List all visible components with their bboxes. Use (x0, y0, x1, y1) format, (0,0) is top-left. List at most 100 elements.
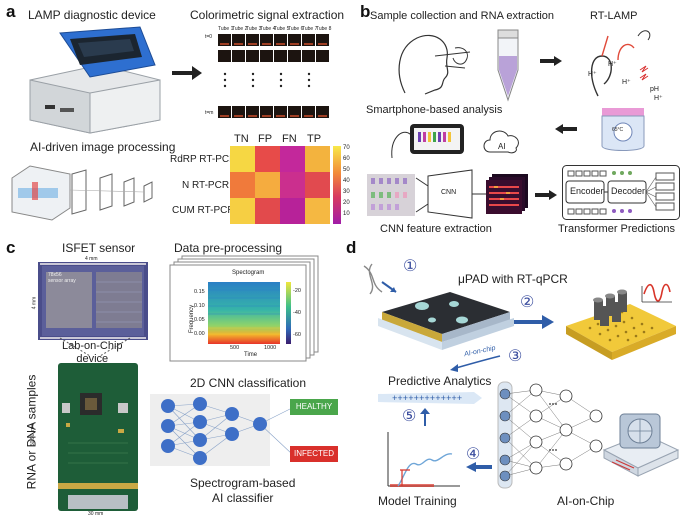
test-strip-image (367, 174, 415, 216)
dna-helix-icon (363, 263, 397, 295)
step-1: ① (403, 258, 418, 275)
spectrogram-yticks: 0.15 0.10 0.05 0.00 (194, 285, 205, 341)
spectrogram-ytick: 0.00 (194, 331, 205, 337)
colorbar-tick: 30 (343, 189, 350, 195)
tube-label: Tube 1 (218, 26, 234, 32)
heater-device-illustration (601, 108, 645, 151)
neural-network-illustration (497, 381, 603, 489)
colorbar-ticks: 70 60 50 40 30 20 10 (343, 143, 350, 220)
zoom-lines (59, 337, 131, 357)
ai-cloud-icon (483, 130, 519, 154)
time-end-label: t=m (205, 110, 214, 116)
colorbar-tick: 70 (343, 145, 350, 151)
panel-a-label: a (6, 2, 16, 21)
lab-on-chip-line: Lab-on-Chip (62, 340, 123, 352)
predictive-title: Predictive Analytics (388, 374, 492, 388)
confusion-heatmap (230, 146, 330, 224)
tube-label: Tube 8 (316, 26, 332, 32)
dim-top: 4 mm (85, 256, 98, 262)
ion-label: H⁺ (588, 71, 597, 78)
upad-chip-illustration (378, 292, 514, 350)
spectrogram-xtick: 500 (230, 345, 240, 351)
transformer-caption: Transformer Predictions (558, 223, 675, 235)
lamp-device-title: LAMP diagnostic device (28, 8, 156, 22)
dim-board-side: 50.90 mm (30, 423, 37, 447)
heat-col-label: TN (234, 133, 249, 145)
ai-cloud-label: AI (498, 142, 506, 151)
colorbar-tick: 20 (343, 200, 350, 206)
ai-chip-title: AI-on-Chip (557, 494, 615, 508)
cnn-block (427, 169, 473, 219)
dim-board-bottom: 30 mm (88, 511, 104, 517)
panel-b-label: b (360, 2, 371, 21)
isfet-title: ISFET sensor (62, 241, 136, 255)
sample-collection-title: Sample collection and RNA extraction (370, 10, 555, 22)
encoder-label: Encoder (570, 186, 604, 196)
qpcr-device-illustration (566, 283, 676, 360)
classifier-network (150, 394, 293, 466)
heat-col-label: FP (258, 133, 273, 145)
spectrogram-ytick: 0.10 (194, 303, 205, 309)
healthy-badge: HEALTHY (290, 399, 338, 415)
sensor-array-label: 78x56 sensor array (48, 272, 76, 284)
prediction-bar: +++++++++++++ (378, 392, 482, 404)
infected-badge: INFECTED (290, 446, 338, 462)
cnn-block-label: CNN (441, 189, 457, 196)
spectrogram-xtick: 1000 (264, 345, 277, 351)
spectrogram-stack (169, 255, 319, 362)
arrow-left-icon (466, 462, 492, 472)
spectrogram-cbar-tick: -60 (293, 332, 301, 338)
up-arrow-icon (420, 408, 430, 426)
ion-label: H⁺ (622, 79, 631, 86)
lab-on-chip-label: Lab-on-Chip device (62, 340, 123, 366)
classifier-caption-line: Spectrogram-based (190, 476, 296, 490)
arrow-right-icon (172, 66, 202, 80)
dim-side: 4 mm (31, 296, 38, 310)
step-5: ⑤ (402, 408, 417, 425)
ai-on-chip-arrow (450, 355, 501, 372)
spectrogram-cbar-tick: -20 (293, 288, 301, 294)
tube-labels-row: Tube 1 Tube 2 Tube 3 Tube 4 Tube 5 Tube … (218, 26, 333, 36)
rt-lamp-title: RT-LAMP (590, 10, 638, 22)
tube-label: Tube 5 (274, 26, 290, 32)
spectrogram-title: Spectogram (232, 270, 265, 276)
spectrogram-cbar-tick: -40 (293, 310, 301, 316)
model-training-title: Model Training (378, 494, 457, 508)
heat-col-label: FN (282, 133, 297, 145)
connector-lines (415, 177, 429, 213)
swab-collection-illustration (398, 34, 471, 95)
tube-label: Tube 3 (246, 26, 262, 32)
rna-tube-illustration (497, 29, 519, 102)
step-4: ④ (466, 446, 481, 463)
tube-label: Tube 7 (302, 26, 318, 32)
ai-chip-hardware-illustration (602, 413, 680, 477)
step-2: ② (520, 294, 535, 311)
tube-label: Tube 2 (232, 26, 248, 32)
arrow-right-icon (535, 190, 557, 200)
transformer-frame (562, 165, 680, 220)
heat-row-label: N RT-PCR (182, 180, 230, 191)
spectrogram-cbar-ticks: -20 -40 -60 (293, 280, 301, 346)
temp-label: 65°C (612, 127, 624, 133)
rt-lamp-illustration (591, 30, 651, 97)
spectrogram-ytick: 0.05 (194, 317, 205, 323)
heat-row-label: CUM RT-PCR (172, 205, 235, 216)
ph-label: pH (650, 86, 659, 93)
arrow-left-icon (555, 124, 577, 134)
classifier-caption-line: AI classifier (212, 491, 274, 505)
time-start-label: t=0 (205, 34, 213, 40)
smartphone-illustration (391, 124, 464, 159)
panel-d-label: d (346, 238, 357, 257)
cnn-feature-caption: CNN feature extraction (380, 223, 492, 235)
isfet-chip-image (38, 262, 148, 340)
arrow-right-icon (540, 56, 562, 66)
feature-maps (486, 174, 528, 214)
colorbar-tick: 50 (343, 167, 350, 173)
lamp-device-illustration (29, 26, 161, 134)
step-3: ③ (508, 348, 523, 365)
heat-col-label: TP (307, 133, 322, 145)
colorbar-tick: 40 (343, 178, 350, 184)
tube-label: Tube 4 (260, 26, 276, 32)
cnn2d-title: 2D CNN classification (190, 376, 307, 390)
heat-row-label: RdRP RT-PCR (170, 154, 237, 165)
